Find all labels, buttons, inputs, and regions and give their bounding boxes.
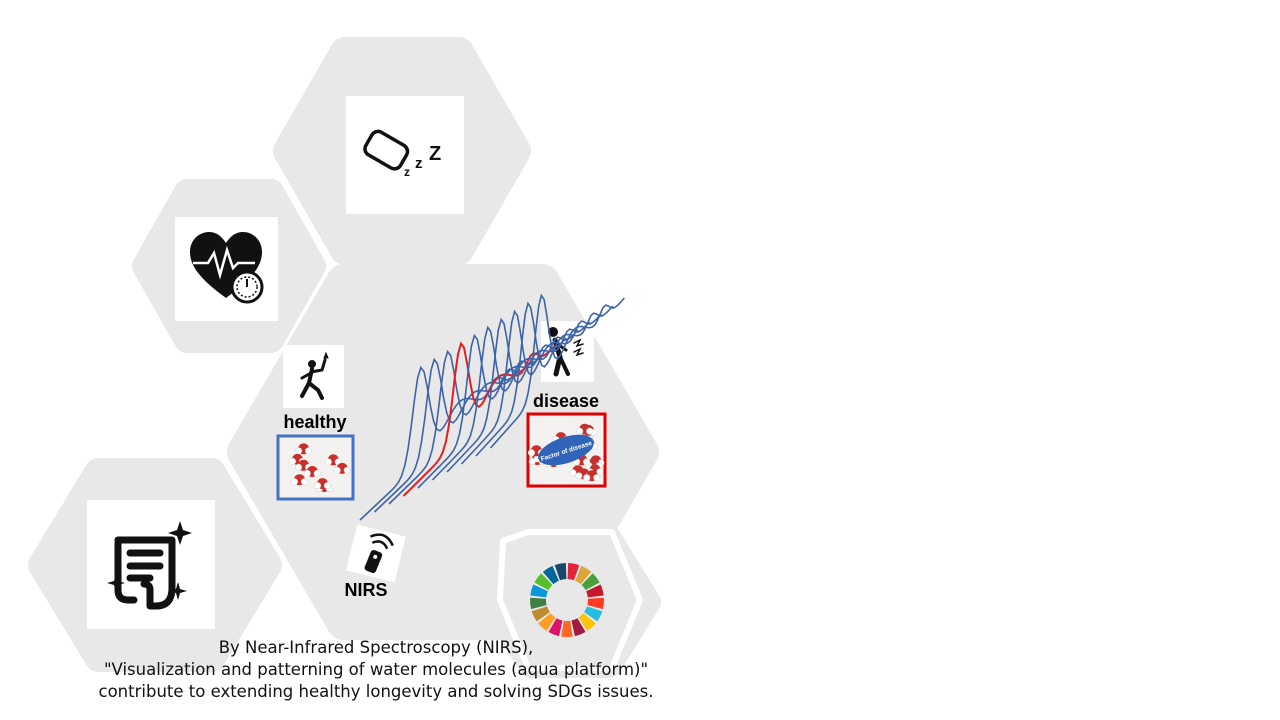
sdgs-wheel-segment	[575, 565, 592, 585]
sdgs-wheel-segment	[534, 573, 553, 591]
sdgs-wheel-segment	[584, 606, 603, 622]
sdgs-wheel-segment	[554, 563, 567, 581]
caption-line-3: contribute to extending healthy longevit…	[98, 682, 654, 701]
sdgs-wheel-segment	[531, 606, 550, 622]
sdgs-wheel-segment	[538, 613, 556, 631]
disease-label: disease	[533, 391, 599, 411]
disease-panel: disease Factor of disease	[526, 321, 607, 488]
svg-text:z: z	[404, 165, 410, 179]
nirs-label: NIRS	[344, 580, 387, 600]
healthy-person-icon	[300, 351, 329, 400]
sdgs-wheel-icon	[530, 563, 604, 638]
healthy-panel: healthy	[276, 345, 355, 501]
sdgs-wheel-segment	[548, 618, 563, 637]
sdgs-wheel-segment	[542, 565, 559, 585]
water-molecules-image	[288, 443, 351, 493]
svg-text:z: z	[415, 155, 423, 172]
spectrum-line	[475, 301, 614, 457]
spectrum-line	[402, 341, 556, 497]
sdgs-wheel-segment	[571, 618, 586, 637]
nirs-spectra-waterfall	[359, 293, 625, 521]
factor-of-disease-badge	[538, 434, 594, 466]
intestine-panel	[87, 500, 215, 629]
sdgs-wheel-segment	[581, 573, 600, 591]
nirs-panel: NIRS	[344, 524, 406, 600]
spectrum-line	[417, 333, 567, 489]
sleep-pillow-icon	[363, 129, 410, 171]
sdgs-wheel-segment	[561, 620, 573, 638]
spectrum-line	[489, 293, 625, 449]
sleep-panel: z z Z	[346, 96, 464, 214]
sdgs-wheel-segment	[567, 563, 580, 581]
spectrum-line	[446, 317, 591, 473]
sdgs-wheel-segment	[586, 584, 604, 598]
sdgs-wheel-segment	[530, 584, 548, 598]
sdgs-wheel-segment	[587, 597, 604, 610]
sdgs-wheel-segment	[578, 613, 596, 631]
spectrum-line	[388, 349, 544, 505]
intestine-icon	[114, 536, 176, 610]
svg-text:Z: Z	[429, 143, 441, 165]
nirs-device-icon	[364, 533, 394, 574]
spectrum-line	[431, 325, 579, 481]
caption-line-2: "Visualization and patterning of water m…	[103, 660, 649, 679]
caption-line-1: By Near-Infrared Spectroscopy (NIRS),	[218, 638, 534, 657]
healthy-label: healthy	[283, 412, 346, 432]
sdgs-wheel-segment	[530, 597, 547, 610]
heart-rate-panel	[175, 217, 278, 321]
